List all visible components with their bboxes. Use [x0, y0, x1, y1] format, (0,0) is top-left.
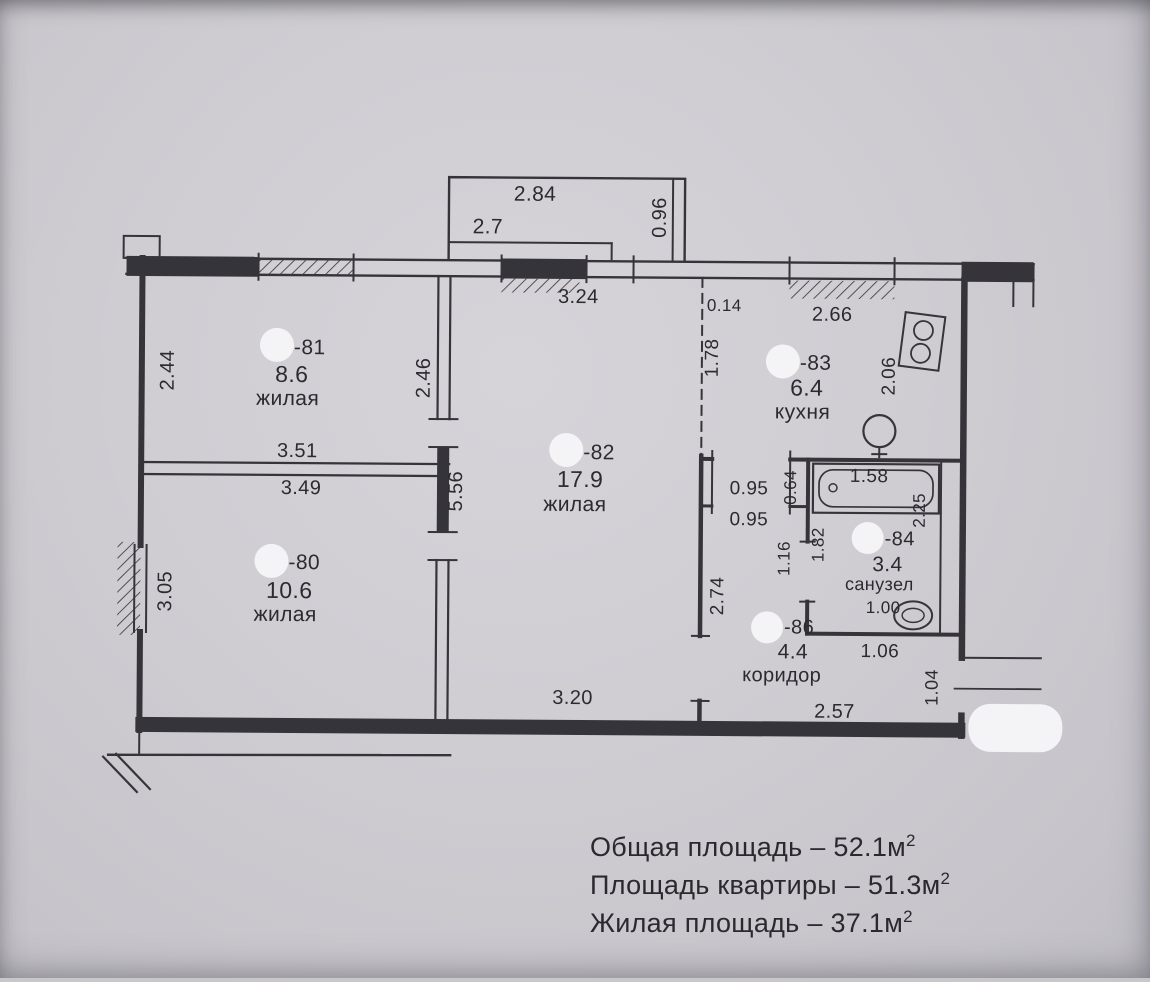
dim-305: 3.05 [154, 571, 176, 612]
room-86-number: -86 [784, 616, 814, 638]
room-83-area: 6.4 [790, 374, 823, 400]
redaction-circle [260, 328, 294, 362]
dim-257: 2.57 [814, 701, 855, 723]
redaction-circle [751, 611, 783, 643]
dim-182: 1.82 [808, 527, 827, 562]
apartment-area-text: Площадь квартиры – 51.3м [590, 870, 941, 900]
room-81-number: -81 [294, 336, 326, 359]
dim-kitchen-top: 2.66 [812, 304, 853, 326]
dim-balcony-depth: 0.96 [649, 197, 671, 238]
dim-206: 2.06 [879, 357, 900, 396]
dim-274: 2.74 [707, 577, 728, 616]
redaction-marks [253, 328, 1065, 753]
dim-320: 3.20 [552, 687, 593, 709]
dim-064: 0.64 [781, 470, 800, 505]
room-84-area: 3.4 [872, 553, 903, 576]
room-82-number: -82 [583, 441, 615, 464]
dim-balcony-top: 2.84 [514, 183, 557, 206]
room-82-type: жилая [543, 493, 606, 516]
room-81-area: 8.6 [275, 361, 308, 387]
room-80-number: -80 [288, 551, 320, 574]
dim-349: 3.49 [281, 477, 322, 499]
dim-095b: 0.95 [729, 509, 768, 530]
total-area-sup: 2 [906, 831, 916, 850]
room-80-area: 10.6 [266, 577, 313, 603]
apartment-area-line: Площадь квартиры – 51.3м2 [590, 866, 950, 904]
dim-balcony-inner: 2.7 [473, 215, 504, 238]
room-86-area: 4.4 [778, 640, 809, 663]
total-area-text: Общая площадь – 52.1м [590, 832, 906, 862]
redaction-blob [968, 704, 1062, 753]
living-area-text: Жилая площадь – 37.1м [590, 908, 903, 938]
dim-095a: 0.95 [730, 478, 769, 499]
living-area-line: Жилая площадь – 37.1м2 [590, 904, 950, 942]
room-82-area: 17.9 [557, 466, 604, 492]
dim-kitchen-gap: 0.14 [707, 296, 742, 315]
room-86-type: коридор [742, 664, 821, 687]
dim-244: 2.44 [157, 350, 179, 391]
redaction-circle [549, 433, 583, 467]
dim-158: 1.58 [850, 466, 889, 487]
room-83-type: кухня [775, 400, 831, 423]
dim-100: 1.00 [866, 598, 901, 617]
redaction-circle [766, 344, 800, 378]
room-83-number: -83 [800, 352, 832, 375]
dim-104: 1.04 [921, 669, 941, 706]
redaction-circle [852, 522, 884, 554]
living-area-sup: 2 [903, 907, 913, 926]
area-summary: Общая площадь – 52.1м2 Площадь квартиры … [590, 828, 950, 942]
dim-178: 1.78 [702, 339, 723, 378]
room-84-type: санузел [845, 574, 914, 594]
room-84-number: -84 [885, 528, 915, 550]
dim-225: 2.25 [910, 493, 929, 528]
room-81-type: жилая [256, 387, 319, 410]
apartment-area-sup: 2 [941, 869, 951, 888]
exterior-walls [103, 236, 1044, 799]
total-area-line: Общая площадь – 52.1м2 [590, 828, 950, 866]
dim-556: 5.56 [445, 471, 467, 512]
dim-106: 1.06 [861, 641, 900, 662]
dim-116: 1.16 [774, 541, 793, 576]
redaction-circle [254, 544, 288, 578]
stove-symbol [899, 312, 946, 371]
kitchen-sink-symbol [863, 415, 895, 458]
room-80-type: жилая [253, 603, 316, 626]
dim-246: 2.46 [413, 358, 435, 399]
dim-351: 3.51 [277, 440, 318, 462]
dim-living-top: 3.24 [558, 286, 599, 308]
